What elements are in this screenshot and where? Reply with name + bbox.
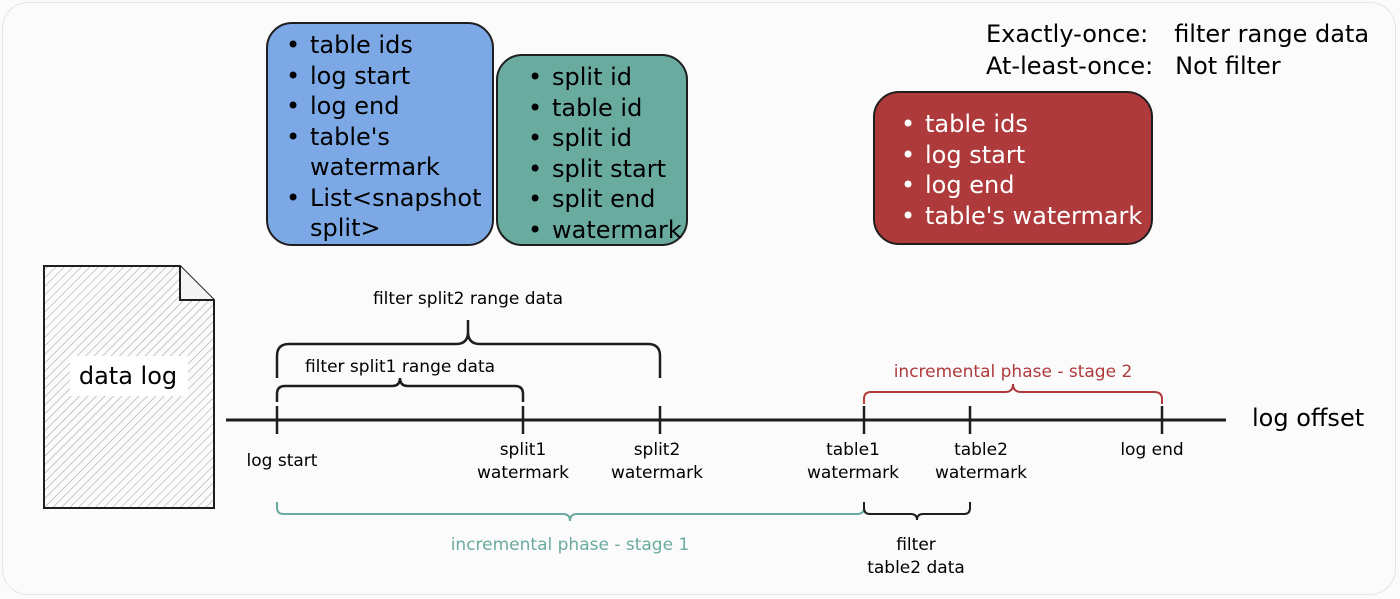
at-least-once-row: At-least-once: Not filter (986, 50, 1369, 82)
snapshot-split-info-card: table ids log start log end table's wate… (266, 22, 494, 246)
split-info-card: split id table id split id split start s… (496, 54, 688, 246)
card-item: List<snapshot split> (284, 183, 490, 244)
tick-label-line: table2 (954, 440, 1008, 460)
table1-tick-label: table1 watermark (793, 439, 913, 485)
split2-tick-label: split2 watermark (597, 439, 717, 485)
file-label: data log (78, 362, 178, 390)
at-least-once-key: At-least-once: (986, 52, 1154, 80)
bracket-label-line: table2 data (867, 558, 965, 578)
tick-label-line: watermark (935, 463, 1027, 483)
axis-ticks (275, 406, 1164, 434)
stream-split-info-card: table ids log start log end table's wate… (873, 91, 1153, 245)
card-item: watermark (526, 215, 686, 246)
card-item: split id (526, 62, 686, 93)
card-item: table's watermark (899, 201, 1151, 232)
stage1-label: incremental phase - stage 1 (450, 535, 690, 555)
table2-tick-label: table2 watermark (921, 439, 1041, 485)
tick-label-line: table1 (826, 440, 880, 460)
stage2-label: incremental phase - stage 2 (893, 362, 1133, 382)
table2-filter-bracket (863, 502, 971, 521)
split1-tick-label: split1 watermark (463, 439, 583, 485)
tick-label-line: watermark (477, 463, 569, 483)
at-least-once-value: Not filter (1175, 52, 1281, 80)
card-item: table ids (899, 109, 1151, 140)
card-item: table ids (284, 30, 492, 61)
tick-label-line: watermark (611, 463, 703, 483)
stage1-bracket (276, 502, 865, 522)
split1-bracket-label: filter split1 range data (304, 357, 496, 377)
exactly-once-key: Exactly-once: (986, 20, 1149, 48)
card-item: log start (284, 61, 492, 92)
tick-label-line: split1 (499, 440, 547, 460)
card-item: split id (526, 123, 686, 154)
exactly-once-row: Exactly-once: filter range data (986, 18, 1369, 50)
stage2-bracket (863, 383, 1163, 404)
axis-label: log offset (1252, 404, 1365, 432)
table2-filter-label: filter table2 data (856, 534, 976, 580)
split2-range-bracket (275, 320, 662, 378)
log-end-label: log end (1120, 440, 1184, 460)
card-item: log end (284, 91, 492, 122)
card-item: split start (526, 154, 686, 185)
exactly-once-value: filter range data (1174, 20, 1370, 48)
split1-range-bracket (275, 377, 525, 402)
card-item: log start (899, 140, 1151, 171)
card-item: table id (526, 93, 686, 124)
card-item: table's watermark (284, 122, 460, 183)
card-item: log end (899, 170, 1151, 201)
bracket-label-line: filter (896, 535, 936, 555)
tick-label-line: split2 (633, 440, 681, 460)
split2-bracket-label: filter split2 range data (372, 289, 564, 309)
card-item: split end (526, 184, 686, 215)
delivery-modes: Exactly-once: filter range data At-least-… (986, 18, 1369, 82)
data-log-file-icon (43, 265, 215, 509)
tick-label-line: watermark (807, 463, 899, 483)
log-start-label: log start (246, 451, 318, 471)
